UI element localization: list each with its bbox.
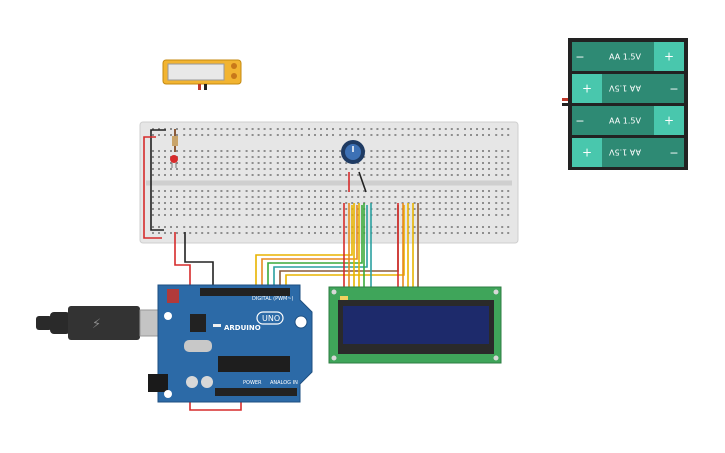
plus-sign: + <box>664 114 674 128</box>
lcd-screen <box>343 306 489 344</box>
plus-sign: + <box>582 82 592 96</box>
atmega-chip <box>218 356 290 372</box>
usb-cable[interactable]: ⚡ <box>36 306 167 340</box>
wires <box>143 129 419 411</box>
minus-sign: − <box>575 51 584 64</box>
battery-pack[interactable]: − + AA 1.5V − + AA 1.5V − + AA 1.5V − + AA 1.5V <box>568 38 688 170</box>
resistor-body[interactable] <box>172 136 178 146</box>
cell-label: AA 1.5V <box>609 53 641 62</box>
plus-sign: + <box>582 146 592 160</box>
battery-lead-red <box>562 98 568 101</box>
breadboard[interactable] <box>139 121 519 244</box>
cell-label: AA 1.5V <box>609 148 641 157</box>
arduino-model: UNO <box>262 314 280 323</box>
multimeter[interactable] <box>162 59 242 90</box>
usb-icon: ⚡ <box>92 317 101 332</box>
battery-cell-4: − + AA 1.5V <box>572 138 684 167</box>
reset-button[interactable] <box>167 289 179 303</box>
power-label: POWER <box>243 380 262 386</box>
lcd-16x2[interactable] <box>328 286 502 364</box>
uno-badge: UNO <box>256 311 284 325</box>
crystal <box>184 340 212 352</box>
battery-cell-1: − + AA 1.5V <box>572 42 684 71</box>
minus-sign: − <box>575 115 584 128</box>
battery-cell-2: − + AA 1.5V <box>572 74 684 103</box>
digital-label: DIGITAL (PWM~) <box>252 296 294 302</box>
arduino-uno[interactable]: DIGITAL (PWM~) ARDUINO UNO POWER ANALOG … <box>148 284 313 403</box>
cell-label: AA 1.5V <box>609 84 641 93</box>
potentiometer[interactable] <box>341 140 365 164</box>
plus-sign: + <box>664 50 674 64</box>
battery-cell-3: − + AA 1.5V <box>572 106 684 135</box>
analog-label: ANALOG IN <box>270 380 298 386</box>
minus-sign: − <box>669 83 678 96</box>
minus-sign: − <box>669 147 678 160</box>
battery-lead-black <box>562 103 568 106</box>
arduino-brand: ARDUINO <box>224 324 261 332</box>
power-jack[interactable] <box>148 374 168 392</box>
cell-label: AA 1.5V <box>609 117 641 126</box>
led-red[interactable] <box>170 155 178 168</box>
